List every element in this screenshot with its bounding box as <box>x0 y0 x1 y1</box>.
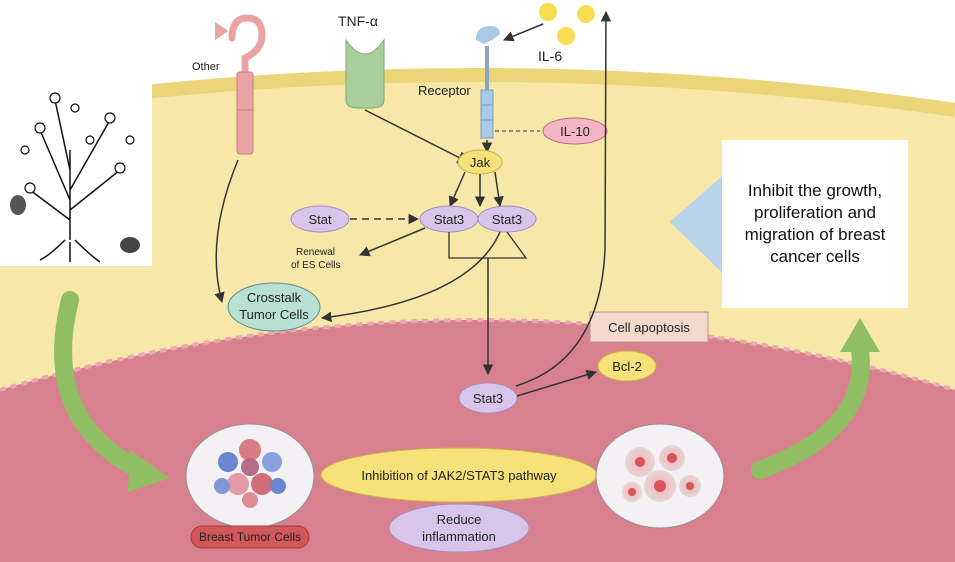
green-arrow-right <box>751 341 870 479</box>
label-jak: Jak <box>470 155 491 170</box>
il6-receptor <box>476 26 500 139</box>
label-stat3-lower: Stat3 <box>473 391 503 406</box>
tumor-cells-illustration <box>214 439 286 508</box>
arrow-jak-to-stat3-left-a <box>449 171 466 207</box>
il6-particles <box>539 3 595 45</box>
green-arrow-left-head <box>128 450 170 492</box>
arrow-other-to-crosstalk <box>214 159 239 304</box>
il10-node <box>542 117 608 145</box>
reduce-inflammation-node <box>388 503 530 553</box>
plant-illustration <box>0 80 152 266</box>
green-arrow-left <box>54 291 149 479</box>
nuclear-membrane <box>0 318 955 392</box>
label-other: Other <box>192 61 220 73</box>
label-breast-tumor: Breast Tumor Cells <box>199 530 301 544</box>
label-il6: IL-6 <box>538 48 562 64</box>
label-bcl2: Bcl-2 <box>612 359 642 374</box>
arrow-stat3-to-il6 <box>515 10 612 387</box>
crosstalk-node <box>227 282 321 332</box>
label-receptor: Receptor <box>418 83 471 98</box>
cell-apoptosis-box <box>589 311 709 343</box>
green-arrow-right-head <box>840 318 880 352</box>
arrow-stat3-to-renewal <box>359 227 426 257</box>
other-receptor <box>215 14 266 155</box>
label-stat3-right: Stat3 <box>492 212 522 227</box>
arrow-stat3-to-crosstalk <box>320 231 501 323</box>
tnf-receptor <box>345 38 385 109</box>
cancer-cells-illustration <box>622 445 701 502</box>
label-crosstalk-2: Tumor Cells <box>239 307 309 322</box>
label-stat3-left: Stat3 <box>434 212 464 227</box>
arrow-jak-to-stat3-right <box>493 171 504 208</box>
label-inhibition-pathway: Inhibition of JAK2/STAT3 pathway <box>361 468 557 483</box>
inhibit-box <box>722 140 908 308</box>
stat-node <box>290 205 350 233</box>
stat3-lower-node <box>458 382 518 414</box>
label-tnf: TNF-α <box>338 13 378 29</box>
label-cell-apoptosis: Cell apoptosis <box>608 320 690 335</box>
label-crosstalk-1: Crosstalk <box>247 290 302 305</box>
label-renewal-2: of ES Cells <box>291 260 340 271</box>
breast-tumor-label-bg <box>190 525 310 549</box>
bcl2-node <box>597 350 657 382</box>
label-stat: Stat <box>308 212 332 227</box>
inhibit-growth-text: Inhibit the growth, proliferation and mi… <box>744 181 886 266</box>
arrow-il6-to-receptor <box>503 23 544 42</box>
arrow-stat3-to-bcl2 <box>516 369 598 397</box>
label-renewal-1: Renewal <box>296 247 335 258</box>
label-reduce-1: Reduce <box>437 512 482 527</box>
label-il10: IL-10 <box>560 124 590 139</box>
label-reduce-2: inflammation <box>422 529 496 544</box>
inhibit-tnf-to-jak <box>364 109 464 164</box>
